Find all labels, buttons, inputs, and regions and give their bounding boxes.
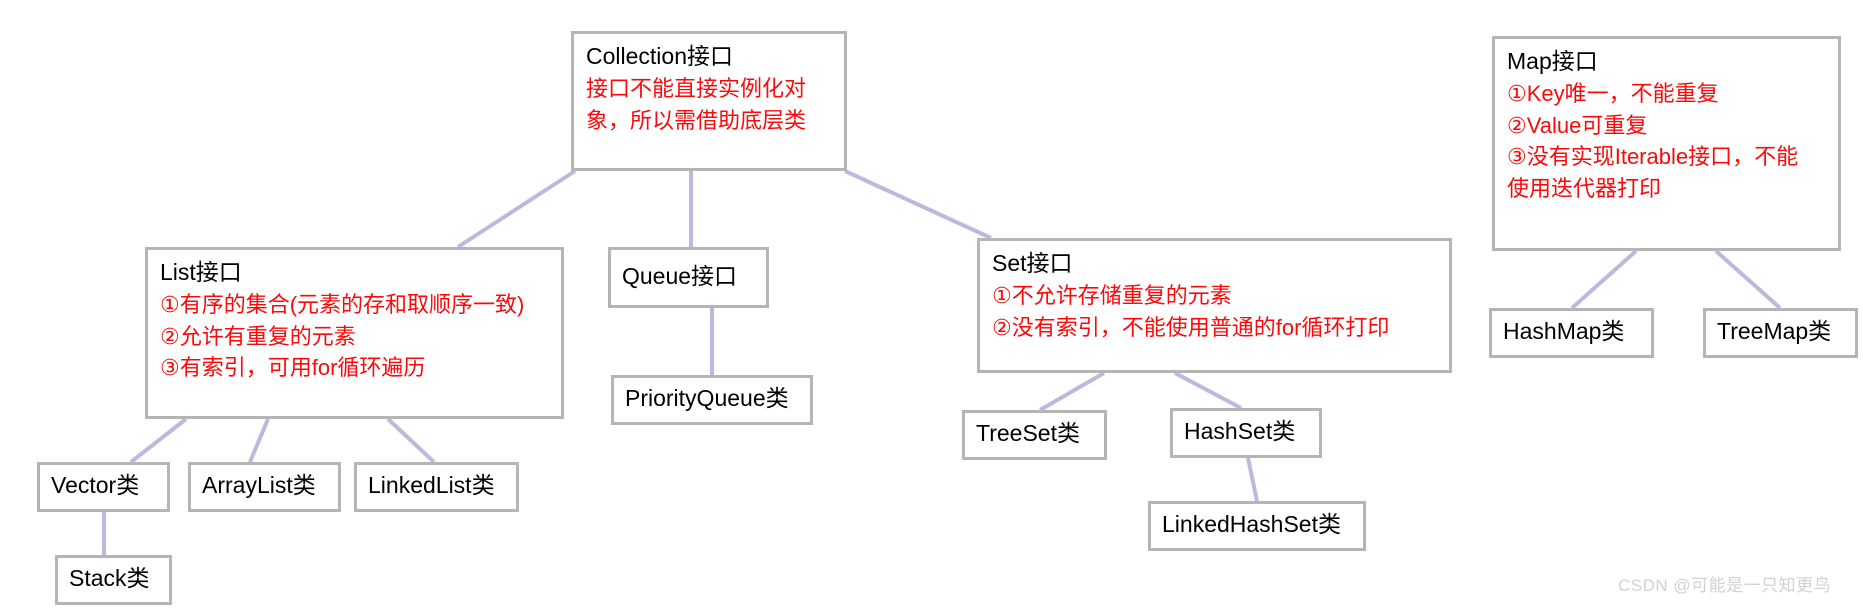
node-treeset[interactable]: TreeSet类 bbox=[962, 410, 1107, 460]
node-note-map-1: ②Value可重复 bbox=[1507, 112, 1648, 138]
node-stack[interactable]: Stack类 bbox=[55, 555, 172, 605]
node-note-map-3: 使用迭代器打印 bbox=[1507, 176, 1662, 202]
node-title-hashmap: HashMap类 bbox=[1503, 318, 1625, 345]
edge-collection-to-list bbox=[456, 169, 577, 249]
node-title-list: List接口 bbox=[160, 259, 242, 285]
node-title-treeset: TreeSet类 bbox=[976, 420, 1080, 447]
node-title-vector: Vector类 bbox=[51, 472, 140, 499]
edge-map-to-hashmap bbox=[1570, 249, 1638, 310]
node-treemap[interactable]: TreeMap类 bbox=[1703, 308, 1858, 358]
edge-hashset-to-linkedhashset bbox=[1246, 457, 1259, 502]
node-note-map-2: ③没有实现Iterable接口，不能 bbox=[1507, 144, 1799, 170]
node-linkedlist[interactable]: LinkedList类 bbox=[354, 462, 519, 512]
node-title-priorityqueue: PriorityQueue类 bbox=[625, 385, 789, 412]
node-title-map: Map接口 bbox=[1507, 48, 1598, 74]
node-vector[interactable]: Vector类 bbox=[37, 462, 170, 512]
node-title-stack: Stack类 bbox=[69, 565, 150, 592]
node-set[interactable]: Set接口 ①不允许存储重复的元素 ②没有索引，不能使用普通的for循环打印 bbox=[977, 238, 1452, 373]
node-queue[interactable]: Queue接口 bbox=[608, 247, 769, 308]
node-title-linkedlist: LinkedList类 bbox=[368, 472, 495, 499]
node-title-queue: Queue接口 bbox=[622, 262, 738, 289]
node-note-collection-0: 接口不能直接实例化对 bbox=[586, 75, 807, 101]
node-collection[interactable]: Collection接口接口不能直接实例化对象，所以需借助底层类 bbox=[571, 31, 847, 171]
edge-list-to-vector bbox=[129, 417, 188, 464]
edge-list-to-arraylist bbox=[248, 418, 270, 463]
node-hashmap[interactable]: HashMap类 bbox=[1489, 308, 1654, 358]
node-title-collection: Collection接口 bbox=[586, 43, 733, 69]
node-hashset[interactable]: HashSet类 bbox=[1170, 408, 1322, 458]
node-title-arraylist: ArrayList类 bbox=[202, 472, 316, 499]
node-title-treemap: TreeMap类 bbox=[1717, 318, 1832, 345]
node-note-set-0: ①不允许存储重复的元素 bbox=[992, 282, 1232, 308]
edge-set-to-hashset bbox=[1174, 371, 1242, 410]
node-note-list-1: ②允许有重复的元素 bbox=[160, 323, 356, 349]
node-title-set: Set接口 bbox=[992, 250, 1073, 276]
node-note-collection-1: 象，所以需借助底层类 bbox=[586, 107, 807, 133]
node-title-hashset: HashSet类 bbox=[1184, 418, 1296, 445]
node-priorityqueue[interactable]: PriorityQueue类 bbox=[611, 375, 813, 425]
node-note-set-1: ②没有索引，不能使用普通的for循环打印 bbox=[992, 314, 1390, 340]
node-linkedhashset[interactable]: LinkedHashSet类 bbox=[1148, 501, 1366, 551]
node-map[interactable]: Map接口 ①Key唯一，不能重复 ②Value可重复 ③没有实现Iterable接口… bbox=[1492, 36, 1841, 251]
node-list[interactable]: List接口 ①有序的集合(元素的存和取顺序一致) ②允许有重复的元素 ③有索引，可用… bbox=[145, 247, 564, 419]
edge-map-to-treemap bbox=[1714, 249, 1782, 310]
csdn-watermark: CSDN @可能是一只知更鸟 bbox=[1618, 576, 1832, 595]
node-note-map-0: ①Key唯一，不能重复 bbox=[1507, 80, 1719, 106]
edge-list-to-linkedlist bbox=[386, 417, 436, 464]
edge-set-to-treeset bbox=[1038, 371, 1106, 412]
node-note-list-2: ③有索引，可用for循环遍历 bbox=[160, 355, 426, 381]
node-arraylist[interactable]: ArrayList类 bbox=[188, 462, 341, 512]
edge-collection-to-set bbox=[844, 169, 992, 240]
node-note-list-0: ①有序的集合(元素的存和取顺序一致) bbox=[160, 291, 525, 317]
node-title-linkedhashset: LinkedHashSet类 bbox=[1162, 511, 1341, 538]
